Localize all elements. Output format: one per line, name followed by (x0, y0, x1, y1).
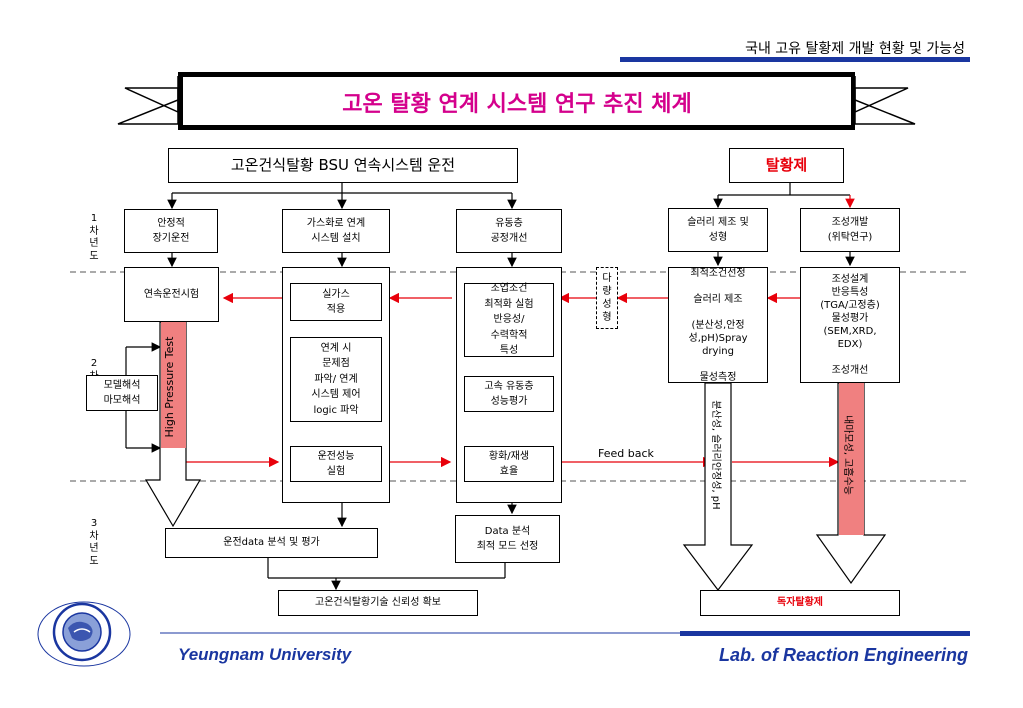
bsu-operation-box: 고온건식탈황 BSU 연속시스템 운전 (168, 148, 518, 183)
optimization-box: 조업조건 최적화 실험 반응성/ 수력학적 특성 (464, 283, 554, 357)
performance-test-box: 운전성능 실험 (290, 446, 382, 482)
page-subtitle: 국내 고유 탈황제 개발 현황 및 가능성 (745, 41, 965, 57)
data-analysis-box: Data 분석 최적 모드 선정 (455, 515, 560, 563)
banner-title: 고온 탈황 연계 시스템 연구 추진 체계 (342, 92, 692, 117)
composition-dev-box: 조성개발 (위탁연구) (800, 208, 900, 252)
sulfidation-box: 황화/재생 효율 (464, 446, 554, 482)
continuous-test-box: 연속운전시험 (124, 267, 219, 322)
header-rule-blue (620, 57, 970, 62)
banner-right-ribbon (854, 76, 916, 125)
lab-name: Lab. of Reaction Engineering (718, 645, 968, 665)
operation-data-box: 운전data 분석 및 평가 (165, 528, 378, 558)
year1-label: 1 차 년 도 (89, 213, 99, 262)
real-gas-box: 실가스 적용 (290, 283, 382, 321)
problem-identify-box: 연계 시 문제점 파악/ 연계 시스템 제어 logic 파악 (290, 337, 382, 422)
optimal-condition-box: 최적조건선정 슬러리 제조 (분산성,안정 성,pH)Spray drying … (668, 267, 768, 383)
sorbent-box: 탈황제 (729, 148, 844, 183)
feedback-label: Feed back (598, 447, 654, 460)
high-speed-bed-box: 고속 유동층 성능평가 (464, 376, 554, 412)
composition-design-box: 조성설계 반응특성 (TGA/고정층) 물성평가 (SEM,XRD, EDX) … (800, 267, 900, 383)
mass-forming-box: 다 량 성 형 (596, 267, 618, 329)
model-analysis-box: 모델해석 마모해석 (86, 375, 158, 411)
slurry-prep-box: 슬러리 제조 및 성형 (668, 208, 768, 252)
year3-label: 3 차 년 도 (89, 518, 99, 567)
fluidized-bed-box: 유동층 공정개선 (456, 209, 562, 253)
stable-longterm-box: 안정적 장기운전 (124, 209, 218, 253)
banner-left-ribbon (117, 76, 179, 125)
university-seal-icon (34, 598, 134, 670)
proprietary-sorbent-box: 독자탈황제 (700, 590, 900, 616)
university-name: Yeungnam University (178, 645, 352, 664)
reliability-box: 고온건식탈황기술 신뢰성 확보 (278, 590, 478, 616)
gasifier-link-box: 가스화로 연계 시스템 설치 (282, 209, 390, 253)
high-pressure-label: High Pressure Test (163, 336, 176, 438)
slurry-property-label: 분산성, 슬러리안정성, pH (710, 400, 721, 510)
slurry-big-arrow (682, 382, 754, 591)
wear-resistance-label: 내마모성, 고흡수능 (842, 415, 853, 495)
